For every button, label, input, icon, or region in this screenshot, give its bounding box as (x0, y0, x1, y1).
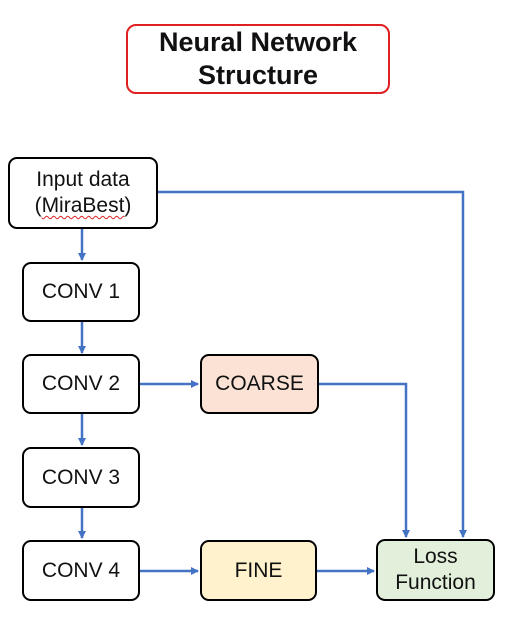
conv3-label: CONV 3 (41, 465, 121, 489)
node-loss-function: Loss Function (376, 539, 495, 601)
fine-label: FINE (234, 558, 283, 582)
input-data-line-2: (MiraBest) (34, 194, 132, 217)
title-line-1: Neural Network (158, 27, 358, 57)
node-coarse: COARSE (200, 354, 319, 414)
node-fine: FINE (200, 540, 317, 601)
node-conv3: CONV 3 (22, 447, 140, 508)
coarse-label: COARSE (215, 372, 304, 395)
node-input-data: Input data (MiraBest) (8, 157, 158, 229)
node-conv4: CONV 4 (22, 540, 140, 601)
arrow-input-to-loss (158, 190, 467, 538)
title-line-2: Structure (197, 60, 319, 90)
input-data-line-1: Input data (36, 168, 130, 191)
node-conv2: CONV 2 (22, 354, 140, 414)
conv4-label: CONV 4 (41, 558, 121, 582)
arrow-coarse-to-loss (319, 382, 410, 538)
diagram-title: Neural Network Structure (126, 24, 390, 94)
conv2-label: CONV 2 (41, 372, 121, 395)
spellcheck-word: MiraBest (41, 194, 125, 217)
loss-line-2: Function (395, 571, 476, 594)
loss-line-1: Loss (413, 545, 458, 568)
node-conv1: CONV 1 (22, 262, 140, 322)
conv1-label: CONV 1 (41, 280, 121, 303)
